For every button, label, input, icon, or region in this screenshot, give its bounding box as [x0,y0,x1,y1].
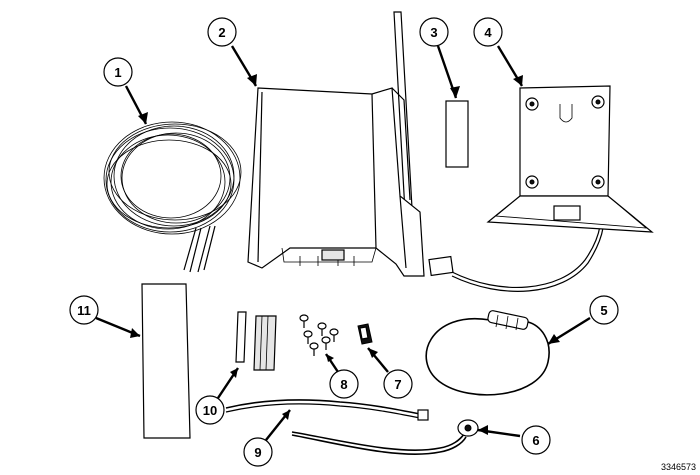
tape-strips [235,311,277,371]
module-cable [428,225,604,292]
callout-2-label: 2 [218,25,225,40]
module-housing [247,11,425,277]
callout-5-label: 5 [600,303,607,318]
callout-7-label: 7 [394,377,401,392]
coiled-cable [103,121,242,273]
callout-1: 1 [103,57,133,87]
callout-2: 2 [207,17,237,47]
callout-9-label: 9 [254,445,261,460]
callout-9: 9 [243,437,273,467]
loop-cable [425,310,550,396]
leader-arrows [95,45,591,441]
callout-3-label: 3 [430,25,437,40]
callout-6-label: 6 [532,433,539,448]
callout-11: 11 [69,295,99,325]
callout-10-label: 10 [203,403,217,418]
cable-clip [357,323,373,345]
callout-10: 10 [195,395,225,425]
screws [299,314,339,356]
callout-1-label: 1 [114,65,121,80]
mounting-bracket [486,85,654,233]
callout-11-label: 11 [77,303,91,318]
callout-5: 5 [589,295,619,325]
callout-4: 4 [473,17,503,47]
foam-pad [445,100,469,168]
callout-7: 7 [383,369,413,399]
callout-8-label: 8 [340,377,347,392]
ground-wire [291,419,479,455]
callout-4-label: 4 [484,25,492,40]
callout-8: 8 [329,369,359,399]
figure-id: 3346573 [661,462,696,472]
cable-tie [225,399,429,421]
callout-3: 3 [419,17,449,47]
callout-6: 6 [521,425,551,455]
large-pad [141,283,191,439]
